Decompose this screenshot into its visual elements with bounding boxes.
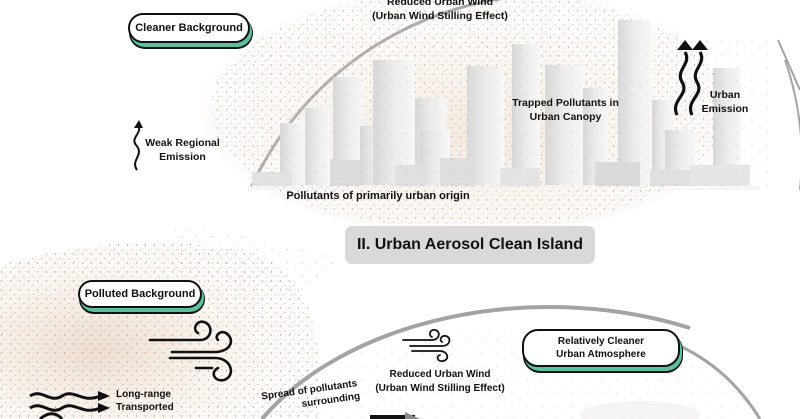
cleaner-urban-atmosphere-badge: Relatively Cleaner Urban Atmosphere	[522, 329, 680, 367]
long-range-arrows-icon	[29, 391, 110, 419]
top-wind-label: Reduced Urban Wind (Urban Wind Stilling …	[372, 0, 508, 22]
spread-arrow-icon	[370, 412, 420, 419]
wind-gust-icon-small	[402, 329, 451, 362]
city-skyline-top	[248, 20, 770, 191]
weak-emission-arrow-icon	[133, 120, 143, 171]
cleaner-background-label: Cleaner Background	[135, 22, 243, 34]
urban-emission-label: Urban Emission	[701, 89, 749, 115]
polluted-background-label: Polluted Background	[84, 288, 196, 300]
polluted-background-badge: Polluted Background	[78, 280, 202, 308]
cleaner-background-badge: Cleaner Background	[128, 13, 250, 43]
section-title: II. Urban Aerosol Clean Island	[356, 236, 584, 253]
weak-regional-emission-label: Weak Regional Emission	[145, 137, 220, 163]
wind-gust-icon-large	[148, 320, 233, 382]
long-range-label: Long-range Transported	[116, 389, 174, 413]
urban-emission-arrows-icon	[673, 40, 708, 116]
bottom-wind-label: Reduced Urban Wind (Urban Wind Stilling …	[375, 369, 505, 394]
urban-origin-caption: Pollutants of primarily urban origin	[286, 190, 470, 202]
trapped-pollutants-label: Trapped Pollutants in Urban Canopy	[512, 97, 619, 123]
section-title-banner: II. Urban Aerosol Clean Island	[345, 226, 595, 264]
